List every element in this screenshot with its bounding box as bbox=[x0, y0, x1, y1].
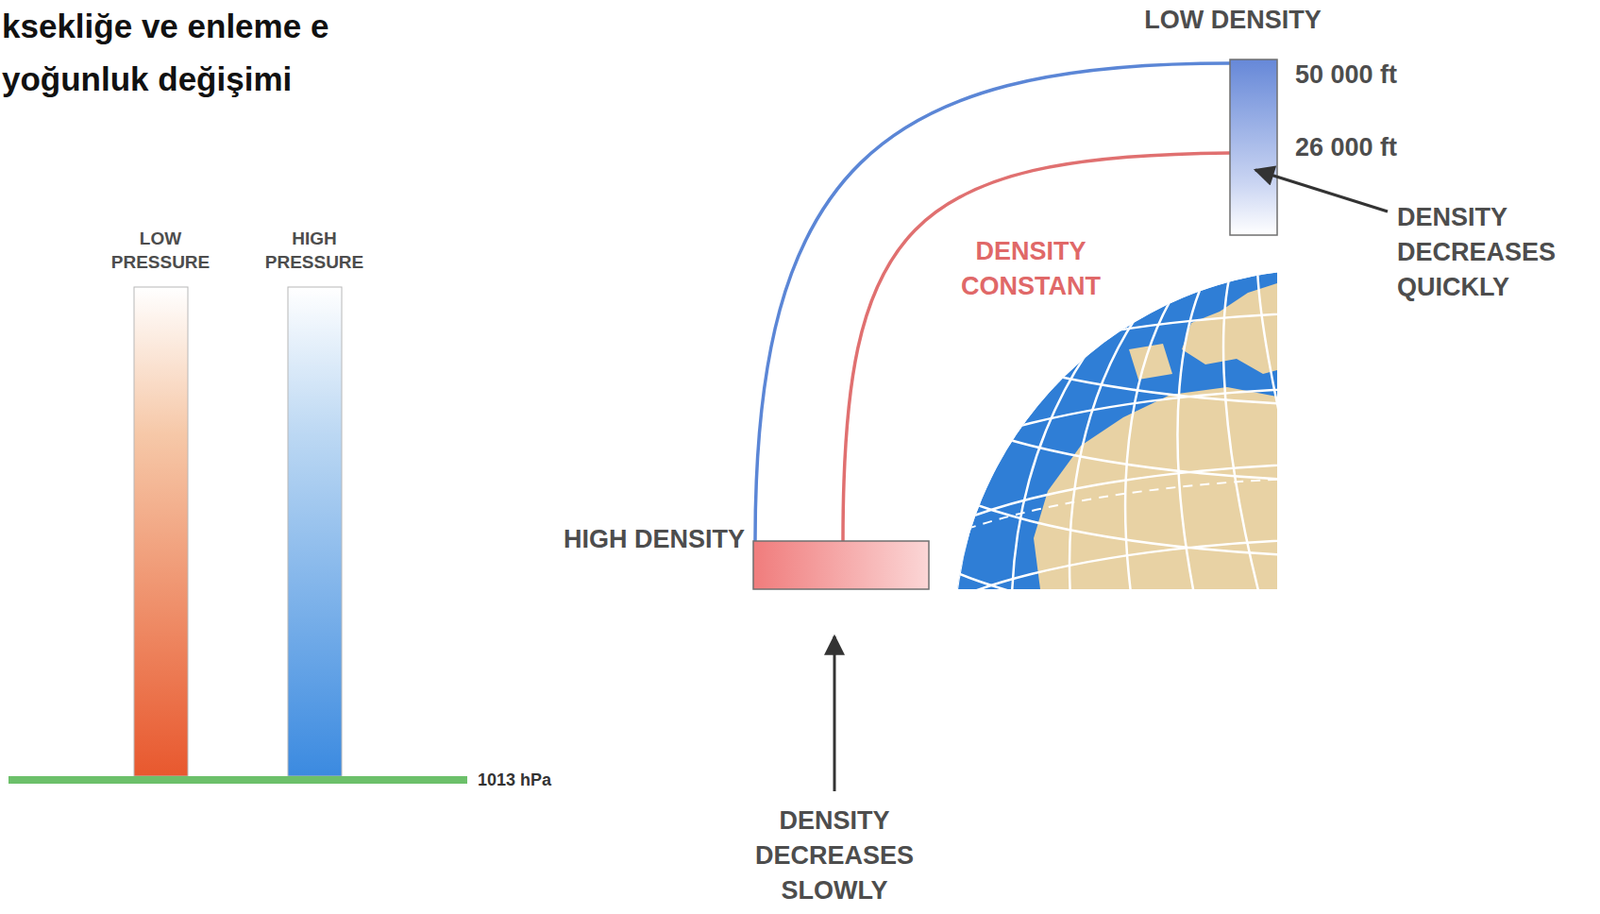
column-label: LOW PRESSURE bbox=[99, 226, 222, 274]
pointer-arrow bbox=[1255, 169, 1388, 212]
density-label: LOW DENSITY bbox=[1100, 3, 1365, 36]
arc-label: DENSITY CONSTANT bbox=[941, 234, 1121, 304]
altitude-label: 26 000 ft bbox=[1295, 131, 1398, 164]
callout-text: DENSITY DECREASES QUICKLY bbox=[1397, 200, 1591, 305]
polar-density-bar bbox=[1229, 59, 1278, 236]
density-label: HIGH DENSITY bbox=[555, 522, 745, 557]
altitude-label: 50 000 ft bbox=[1295, 58, 1398, 91]
diagram-title: ksekliğe ve enleme e yoğunluk değişimi bbox=[1, 0, 446, 106]
low-pressure-column bbox=[134, 286, 188, 776]
altitude-arc-26000 bbox=[842, 152, 1230, 541]
altitude-arc-50000 bbox=[755, 63, 1230, 541]
sea-level-line bbox=[8, 775, 468, 784]
globe bbox=[829, 68, 1278, 590]
callout-text: DENSITY DECREASES SLOWLY bbox=[730, 803, 939, 909]
high-pressure-column bbox=[287, 286, 342, 776]
pressure-value: 1013 hPa bbox=[477, 769, 552, 791]
pointer-arrow bbox=[833, 636, 837, 792]
column-label: HIGH PRESSURE bbox=[252, 226, 376, 274]
equator-density-bar bbox=[753, 540, 929, 590]
